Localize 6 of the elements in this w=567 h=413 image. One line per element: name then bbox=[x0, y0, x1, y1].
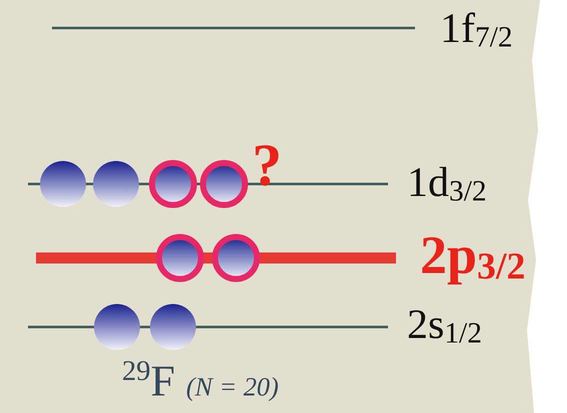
level-label: 1f$_{7/2}$ bbox=[440, 8, 513, 53]
level-label: 2s$_{1/2}$ bbox=[407, 304, 482, 349]
question-mark: ? bbox=[252, 135, 282, 195]
level-label: 2p$_{3/2}$ bbox=[420, 228, 526, 286]
level-label: 1d$_{3/2}$ bbox=[407, 162, 487, 207]
nucleus-label: $^{29}$F (N = 20) bbox=[122, 358, 279, 404]
